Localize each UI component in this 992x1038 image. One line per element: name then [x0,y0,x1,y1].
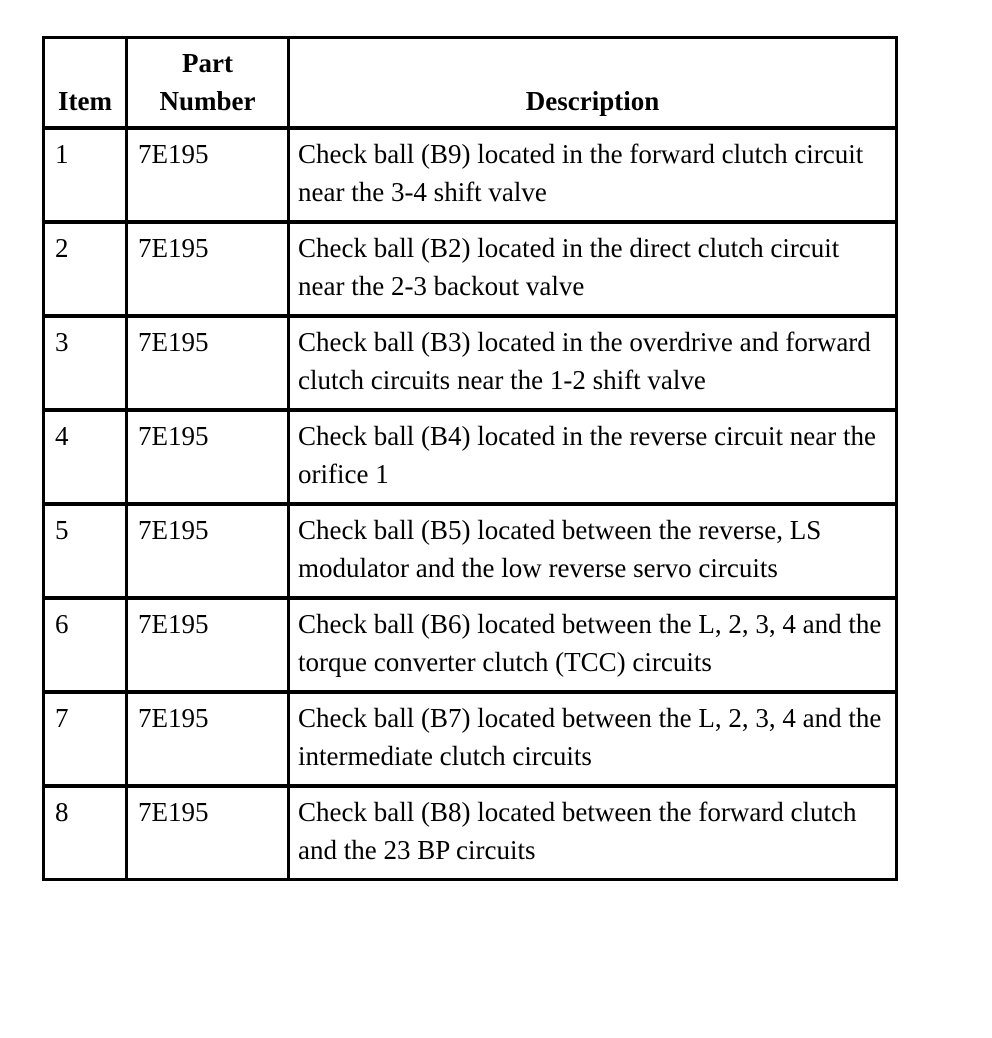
table-row: 2 7E195 Check ball (B2) located in the d… [42,220,898,318]
header-part-number: Part Number [125,36,290,130]
table-row: 3 7E195 Check ball (B3) located in the o… [42,314,898,412]
table-row: 7 7E195 Check ball (B7) located between … [42,690,898,788]
description-cell: Check ball (B3) located in the overdrive… [287,314,898,412]
description-cell: Check ball (B7) located between the L, 2… [287,690,898,788]
part-number-cell: 7E195 [125,690,290,788]
description-cell: Check ball (B2) located in the direct cl… [287,220,898,318]
item-cell: 4 [42,408,128,506]
item-cell: 6 [42,596,128,694]
item-cell: 5 [42,502,128,600]
part-number-cell: 7E195 [125,220,290,318]
item-cell: 2 [42,220,128,318]
header-row: Item Part Number Description [42,36,898,130]
part-number-cell: 7E195 [125,502,290,600]
part-number-cell: 7E195 [125,126,290,224]
description-cell: Check ball (B8) located between the forw… [287,784,898,881]
description-cell: Check ball (B9) located in the forward c… [287,126,898,224]
table-row: 1 7E195 Check ball (B9) located in the f… [42,126,898,224]
item-cell: 8 [42,784,128,881]
part-number-cell: 7E195 [125,408,290,506]
description-cell: Check ball (B6) located between the L, 2… [287,596,898,694]
part-number-cell: 7E195 [125,596,290,694]
part-number-cell: 7E195 [125,314,290,412]
description-cell: Check ball (B4) located in the reverse c… [287,408,898,506]
table-row: 4 7E195 Check ball (B4) located in the r… [42,408,898,506]
table-row: 6 7E195 Check ball (B6) located between … [42,596,898,694]
item-cell: 7 [42,690,128,788]
description-cell: Check ball (B5) located between the reve… [287,502,898,600]
header-description: Description [287,36,898,130]
part-number-cell: 7E195 [125,784,290,881]
item-cell: 3 [42,314,128,412]
item-cell: 1 [42,126,128,224]
parts-table: Item Part Number Description 1 7E195 Che… [42,36,898,881]
header-item: Item [42,36,128,130]
table-row: 5 7E195 Check ball (B5) located between … [42,502,898,600]
table-row: 8 7E195 Check ball (B8) located between … [42,784,898,881]
